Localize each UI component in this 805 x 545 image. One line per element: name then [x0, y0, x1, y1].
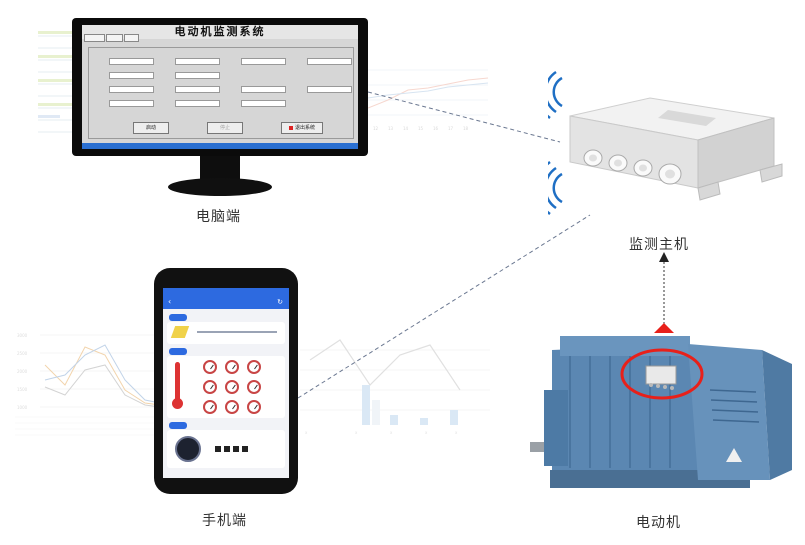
svg-text:2500: 2500 — [17, 351, 28, 356]
monitor-field — [293, 86, 352, 93]
highlight-arrow-icon — [654, 323, 674, 333]
monitor-taskbar — [82, 143, 358, 149]
gauge-icon — [225, 360, 239, 374]
host-highlight-circle — [620, 348, 704, 400]
thermometer-bulb-icon — [172, 398, 183, 409]
svg-text:13: 13 — [388, 126, 394, 131]
gauge-icon — [225, 400, 239, 414]
monitor-base — [168, 178, 272, 196]
svg-text:1000: 1000 — [17, 405, 28, 410]
monitor-tab-3[interactable] — [123, 34, 140, 42]
svg-text:x: x — [425, 430, 428, 435]
gauge-icon — [203, 360, 217, 374]
svg-text:x: x — [390, 430, 393, 435]
section-tag-vibration — [169, 314, 187, 321]
monitor-field — [161, 86, 220, 93]
monitor-field — [293, 58, 352, 65]
phone-screen: ‹ ↻ — [163, 288, 289, 478]
wifi-signal-icon — [548, 160, 563, 216]
pc-monitor: 电动机监测系统 启动 — [72, 18, 368, 196]
gauge-icon — [247, 400, 261, 414]
monitor-field — [161, 100, 220, 107]
exit-icon — [288, 125, 293, 130]
monitor-screen: 电动机监测系统 启动 — [82, 25, 358, 149]
monitor-field — [161, 58, 220, 65]
monitor-field — [95, 58, 154, 65]
monitor-field — [227, 100, 286, 107]
phone-status-bar — [163, 288, 289, 295]
svg-text:17: 17 — [448, 126, 454, 131]
svg-text:18: 18 — [463, 126, 469, 131]
vibration-sensor-icon — [170, 326, 190, 338]
background-line-chart-top-right: 12 13 14 15 16 17 18 — [368, 69, 489, 131]
wifi-signal-icon — [548, 70, 563, 120]
warning-triangle-icon — [726, 448, 742, 462]
svg-text:x: x — [305, 430, 308, 435]
monitor-field — [161, 72, 220, 79]
monitor-field — [95, 86, 154, 93]
gauge-icon — [247, 380, 261, 394]
speedometer-icon — [175, 436, 201, 462]
section-tag-temperature — [169, 348, 187, 355]
svg-text:12: 12 — [373, 126, 379, 131]
stop-button[interactable]: 停止 — [207, 122, 243, 134]
monitor-fields-panel: 启动 停止 退出系统 — [88, 47, 354, 139]
monitor-neck — [200, 156, 240, 180]
arrow-up-icon — [659, 252, 669, 262]
host-caption: 监测主机 — [629, 237, 689, 253]
exit-system-button[interactable]: 退出系统 — [281, 122, 323, 134]
monitor-field — [95, 100, 154, 107]
temperature-card — [167, 356, 285, 418]
background-bar-chart-top-left — [38, 31, 86, 133]
speed-card — [167, 430, 285, 468]
gauge-icon — [247, 360, 261, 374]
pc-to-host-link — [367, 91, 561, 143]
gauge-icon — [203, 380, 217, 394]
monitoring-host-device — [548, 70, 783, 216]
section-tag-speed — [169, 422, 187, 429]
gauge-icon — [225, 380, 239, 394]
phone-to-host-link — [297, 214, 591, 399]
monitor-field — [227, 86, 286, 93]
refresh-icon[interactable]: ↻ — [277, 298, 283, 306]
svg-text:15: 15 — [418, 126, 424, 131]
start-button[interactable]: 启动 — [133, 122, 169, 134]
monitor-tab-2[interactable] — [105, 34, 123, 42]
pc-caption: 电脑端 — [196, 209, 241, 225]
monitor-tab-1[interactable] — [84, 34, 105, 42]
vibration-card — [167, 322, 285, 344]
svg-text:3000: 3000 — [17, 333, 28, 338]
gauge-icon — [203, 400, 217, 414]
phone-app-bar: ‹ ↻ — [163, 295, 289, 309]
motor-caption: 电动机 — [636, 515, 681, 531]
svg-text:2000: 2000 — [17, 369, 28, 374]
monitor-tabs — [84, 34, 140, 42]
monitor-field — [95, 72, 154, 79]
svg-text:16: 16 — [433, 126, 439, 131]
monitor-app-title: 电动机监测系统 — [82, 25, 358, 39]
vibration-readout — [197, 331, 277, 333]
monitor-field — [227, 58, 286, 65]
svg-text:1500: 1500 — [17, 387, 28, 392]
svg-text:x: x — [455, 430, 458, 435]
background-line-chart-bottom-left: 3000 2500 2000 1500 1000 — [15, 333, 161, 436]
smartphone: ‹ ↻ — [154, 268, 298, 494]
svg-text:14: 14 — [403, 126, 409, 131]
electric-motor — [530, 336, 792, 488]
phone-caption: 手机端 — [202, 513, 247, 529]
runtime-counter — [215, 446, 248, 452]
exit-system-label: 退出系统 — [294, 125, 315, 131]
svg-text:x: x — [355, 430, 358, 435]
back-icon[interactable]: ‹ — [168, 297, 172, 306]
thermometer-icon — [175, 362, 180, 402]
